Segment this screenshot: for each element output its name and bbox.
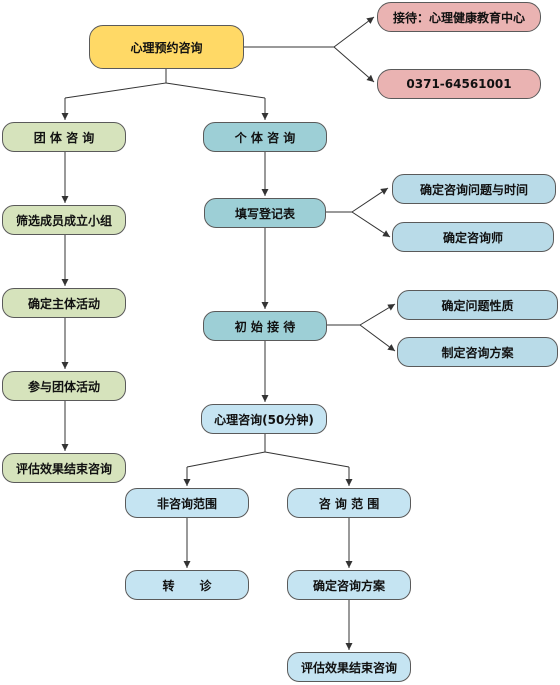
arrow-to-issue-time — [351, 187, 389, 213]
node-confirm-issue-time: 确定咨询问题与时间 — [392, 174, 556, 204]
arrow-to-counselor — [351, 211, 391, 238]
node-evaluate-group: 评估效果结束咨询 — [2, 453, 126, 483]
arrow-to-nature — [359, 303, 396, 326]
node-confirm-nature: 确定问题性质 — [397, 290, 558, 320]
node-out-of-scope: 非咨询范围 — [125, 488, 249, 518]
node-fill-form: 填写登记表 — [204, 198, 326, 228]
node-confirm-counselor: 确定咨询师 — [392, 222, 554, 252]
node-make-plan: 制定咨询方案 — [397, 337, 558, 367]
connector-counsel-right — [264, 451, 350, 468]
node-individual: 个 体 咨 询 — [203, 122, 327, 152]
node-group: 团 体 咨 询 — [2, 122, 126, 152]
node-evaluate-individual: 评估效果结束咨询 — [287, 652, 411, 682]
node-phone: 0371-64561001 — [377, 69, 541, 99]
arrow-to-reception — [333, 16, 375, 48]
connector-counsel-left — [186, 451, 266, 468]
arrow-to-phone — [333, 46, 375, 83]
node-confirm-theme: 确定主体活动 — [2, 288, 126, 318]
node-initial-reception: 初 始 接 待 — [203, 311, 327, 341]
connector-root-right — [165, 82, 266, 99]
node-join-activity: 参与团体活动 — [2, 371, 126, 401]
node-referral: 转 诊 — [125, 570, 249, 600]
arrow-to-plan — [359, 324, 396, 352]
node-screen-members: 筛选成员成立小组 — [2, 205, 126, 235]
node-root: 心理预约咨询 — [89, 25, 244, 69]
node-in-scope: 咨 询 范 围 — [287, 488, 411, 518]
node-counseling-50: 心理咨询(50分钟) — [201, 404, 327, 434]
node-confirm-plan: 确定咨询方案 — [287, 570, 411, 600]
node-reception: 接待：心理健康教育中心 — [377, 2, 541, 32]
connector-root-down — [64, 69, 167, 99]
